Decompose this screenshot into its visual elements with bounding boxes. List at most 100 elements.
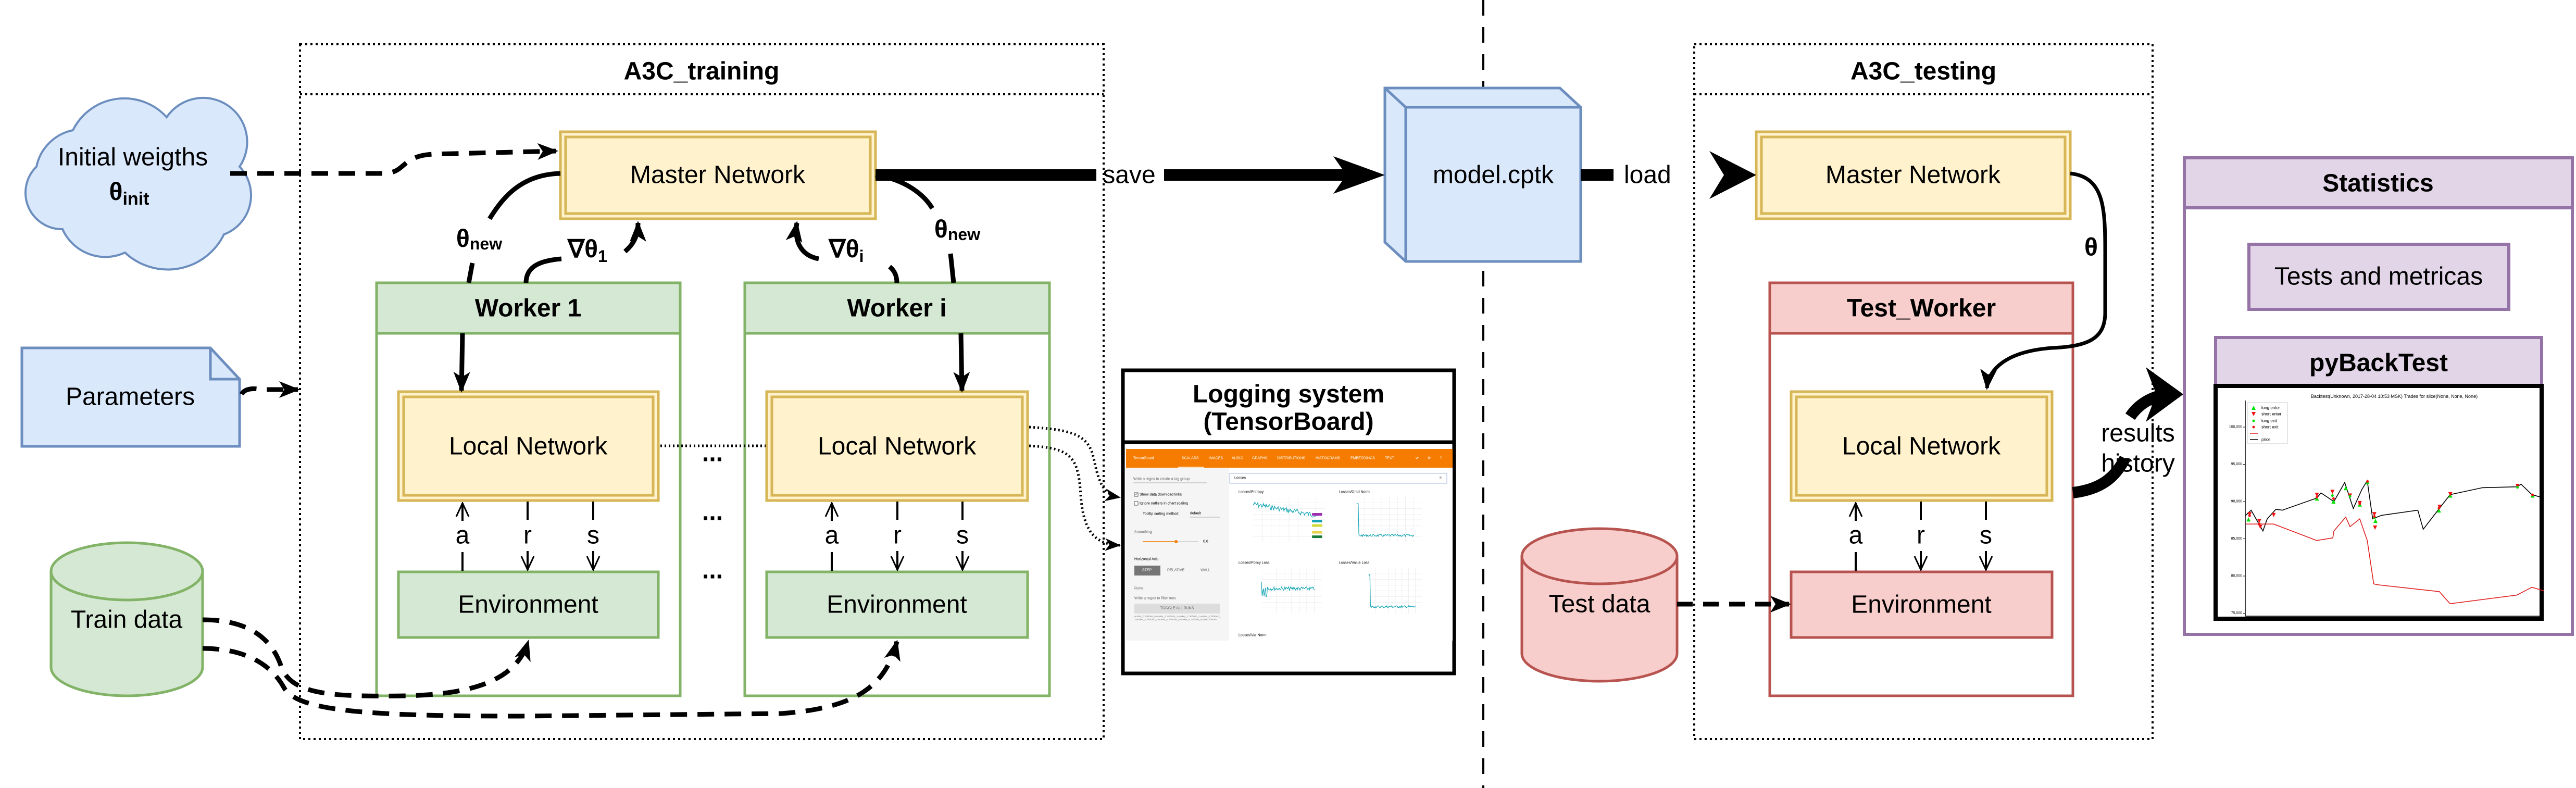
tensorboard-mini-chart bbox=[1368, 568, 1422, 614]
help-icon: ? bbox=[1440, 457, 1442, 460]
svg-text:short enter: short enter bbox=[2261, 412, 2282, 417]
long-enter-marker bbox=[2343, 486, 2348, 491]
svg-text:0.6: 0.6 bbox=[1203, 540, 1208, 544]
short-enter-marker bbox=[2372, 512, 2377, 517]
tensorboard-tab[interactable]: TEXT bbox=[1385, 457, 1395, 460]
environment-test-label: Environment bbox=[1851, 591, 1991, 619]
parameters-arrow bbox=[239, 381, 300, 398]
svg-text:Losses/Grad Norm: Losses/Grad Norm bbox=[1339, 491, 1370, 494]
tensorboard-tab[interactable]: HISTOGRAMS bbox=[1316, 457, 1340, 460]
svg-text:Ignore outliers in chart scali: Ignore outliers in chart scaling bbox=[1140, 502, 1188, 506]
a3c-testing-title: A3C_testing bbox=[1850, 58, 1996, 85]
train-data-label: Train data bbox=[71, 606, 183, 634]
signal-label-r: r bbox=[523, 522, 532, 549]
tensorboard-tab[interactable]: SCALARS bbox=[1182, 457, 1199, 460]
short-exit-marker bbox=[2332, 497, 2335, 500]
environment-i-label: Environment bbox=[827, 591, 967, 619]
init-weights-arrow bbox=[230, 143, 558, 176]
model-checkpoint-file: model.cptk bbox=[1383, 86, 1582, 263]
tensorboard-tab[interactable]: AUDIO bbox=[1232, 457, 1244, 460]
long-exit-marker bbox=[2348, 495, 2352, 498]
master-network-training: Master Network bbox=[559, 130, 877, 220]
svg-text:Runs: Runs bbox=[1134, 587, 1143, 591]
short-enter-marker bbox=[2247, 512, 2252, 517]
backtest-legend: long enter short enter long exit short e… bbox=[2247, 402, 2288, 444]
signal-label-r: r bbox=[893, 522, 902, 549]
svg-text:Horizontal Axis: Horizontal Axis bbox=[1134, 558, 1159, 561]
svg-text:Losses/Entropy: Losses/Entropy bbox=[1239, 491, 1264, 494]
tb-search: Losses bbox=[1234, 477, 1246, 480]
tag-regex-input: Write a regex to create a tag group bbox=[1133, 478, 1190, 481]
long-exit-marker bbox=[2516, 486, 2519, 489]
short-exit-marker bbox=[2358, 502, 2361, 505]
grad-i-label: ∇θi bbox=[828, 235, 864, 266]
a3c-training-container: A3C_training bbox=[299, 43, 1105, 740]
grad-1-label: ∇θ1 bbox=[567, 235, 607, 266]
train-data-cylinder: Train data bbox=[49, 541, 204, 697]
edges bbox=[202, 143, 2183, 719]
long-enter-marker bbox=[2373, 519, 2378, 523]
load-label: load bbox=[1624, 161, 1671, 189]
svg-text:short exit: short exit bbox=[2261, 425, 2279, 430]
smoothing-slider[interactable] bbox=[1174, 540, 1178, 543]
logging-title: Logging system bbox=[1193, 381, 1384, 408]
parameters-label: Parameters bbox=[66, 383, 195, 411]
signal-label-a: a bbox=[825, 522, 839, 549]
y-tick-label: 90,000 bbox=[2231, 500, 2243, 504]
svg-text:long exit: long exit bbox=[2261, 419, 2278, 423]
short-exit-marker bbox=[2316, 495, 2319, 498]
theta-new-left-label: θnew bbox=[456, 225, 502, 254]
svg-text:...: ... bbox=[702, 557, 723, 584]
test-data-label: Test data bbox=[1549, 591, 1650, 618]
short-enter-marker bbox=[2448, 492, 2453, 496]
short-enter-marker bbox=[2315, 493, 2319, 497]
tensorboard-log-arrow-2 bbox=[1029, 444, 1121, 551]
theta-test-arrow bbox=[1980, 171, 2107, 390]
y-tick-label: 95,000 bbox=[2231, 462, 2243, 466]
tensorboard-tab[interactable]: IMAGES bbox=[1209, 457, 1223, 460]
worker-i: Worker i Local Network Environment bbox=[743, 281, 1051, 697]
y-tick-label: 85,000 bbox=[2231, 537, 2243, 541]
signal-label-s: s bbox=[1980, 522, 1992, 549]
svg-text:Losses/Var Norm: Losses/Var Norm bbox=[1239, 634, 1267, 637]
cloud-label: Initial weigths bbox=[58, 144, 208, 171]
y-tick-label: 100,000 bbox=[2229, 426, 2242, 429]
svg-text:5: 5 bbox=[1440, 477, 1442, 480]
results-label: results bbox=[2101, 420, 2174, 447]
theta-init-label: θinit bbox=[109, 178, 149, 209]
svg-text:Smoothing: Smoothing bbox=[1134, 531, 1152, 534]
tests-metrics-label: Tests and metricas bbox=[2274, 263, 2483, 291]
settings-icon: ⚙ bbox=[1428, 456, 1431, 460]
pybacktest-title: pyBackTest bbox=[2309, 349, 2448, 377]
svg-text:Write a regex to filter runs: Write a regex to filter runs bbox=[1134, 597, 1177, 601]
tensorboard-tab[interactable]: GRAPHS bbox=[1252, 457, 1268, 460]
tensorboard-tab[interactable]: EMBEDDINGS bbox=[1350, 457, 1375, 460]
long-enter-marker bbox=[2246, 517, 2251, 522]
load-arrowhead bbox=[1709, 151, 1756, 199]
equity-line bbox=[2245, 516, 2544, 605]
worker-1: Worker 1 Local Network Environment bbox=[375, 281, 682, 697]
theta-test-label: θ bbox=[2084, 234, 2098, 261]
worker1-to-local-arrow bbox=[453, 333, 470, 393]
theta-new-left-arrow-bottom bbox=[466, 262, 475, 283]
short-exit-marker bbox=[2258, 522, 2261, 526]
theta-new-right-arrow-bottom bbox=[948, 253, 956, 283]
svg-text:STEP: STEP bbox=[1142, 569, 1152, 572]
master-network-label: Master Network bbox=[630, 161, 806, 189]
workeri-to-local-arrow bbox=[953, 333, 970, 393]
a3c-training-title: A3C_training bbox=[624, 58, 780, 85]
tensorboard-tab[interactable]: DISTRIBUTIONS bbox=[1277, 457, 1305, 460]
save-arrowhead bbox=[1333, 156, 1385, 194]
short-enter-marker bbox=[2515, 483, 2520, 488]
long-enter-marker bbox=[2331, 499, 2336, 504]
svg-text:WALL: WALL bbox=[1201, 569, 1210, 572]
short-enter-marker bbox=[2258, 524, 2262, 529]
backtest-chart: Backtest(Unknown, 2017-28-04 10:53 MSK) … bbox=[2214, 384, 2544, 621]
svg-text:...: ... bbox=[702, 498, 723, 526]
signal-label-s: s bbox=[587, 522, 599, 549]
long-exit-marker bbox=[2331, 494, 2334, 497]
svg-text:default: default bbox=[1190, 512, 1201, 516]
grad-i-arrow-bottom bbox=[888, 265, 899, 283]
